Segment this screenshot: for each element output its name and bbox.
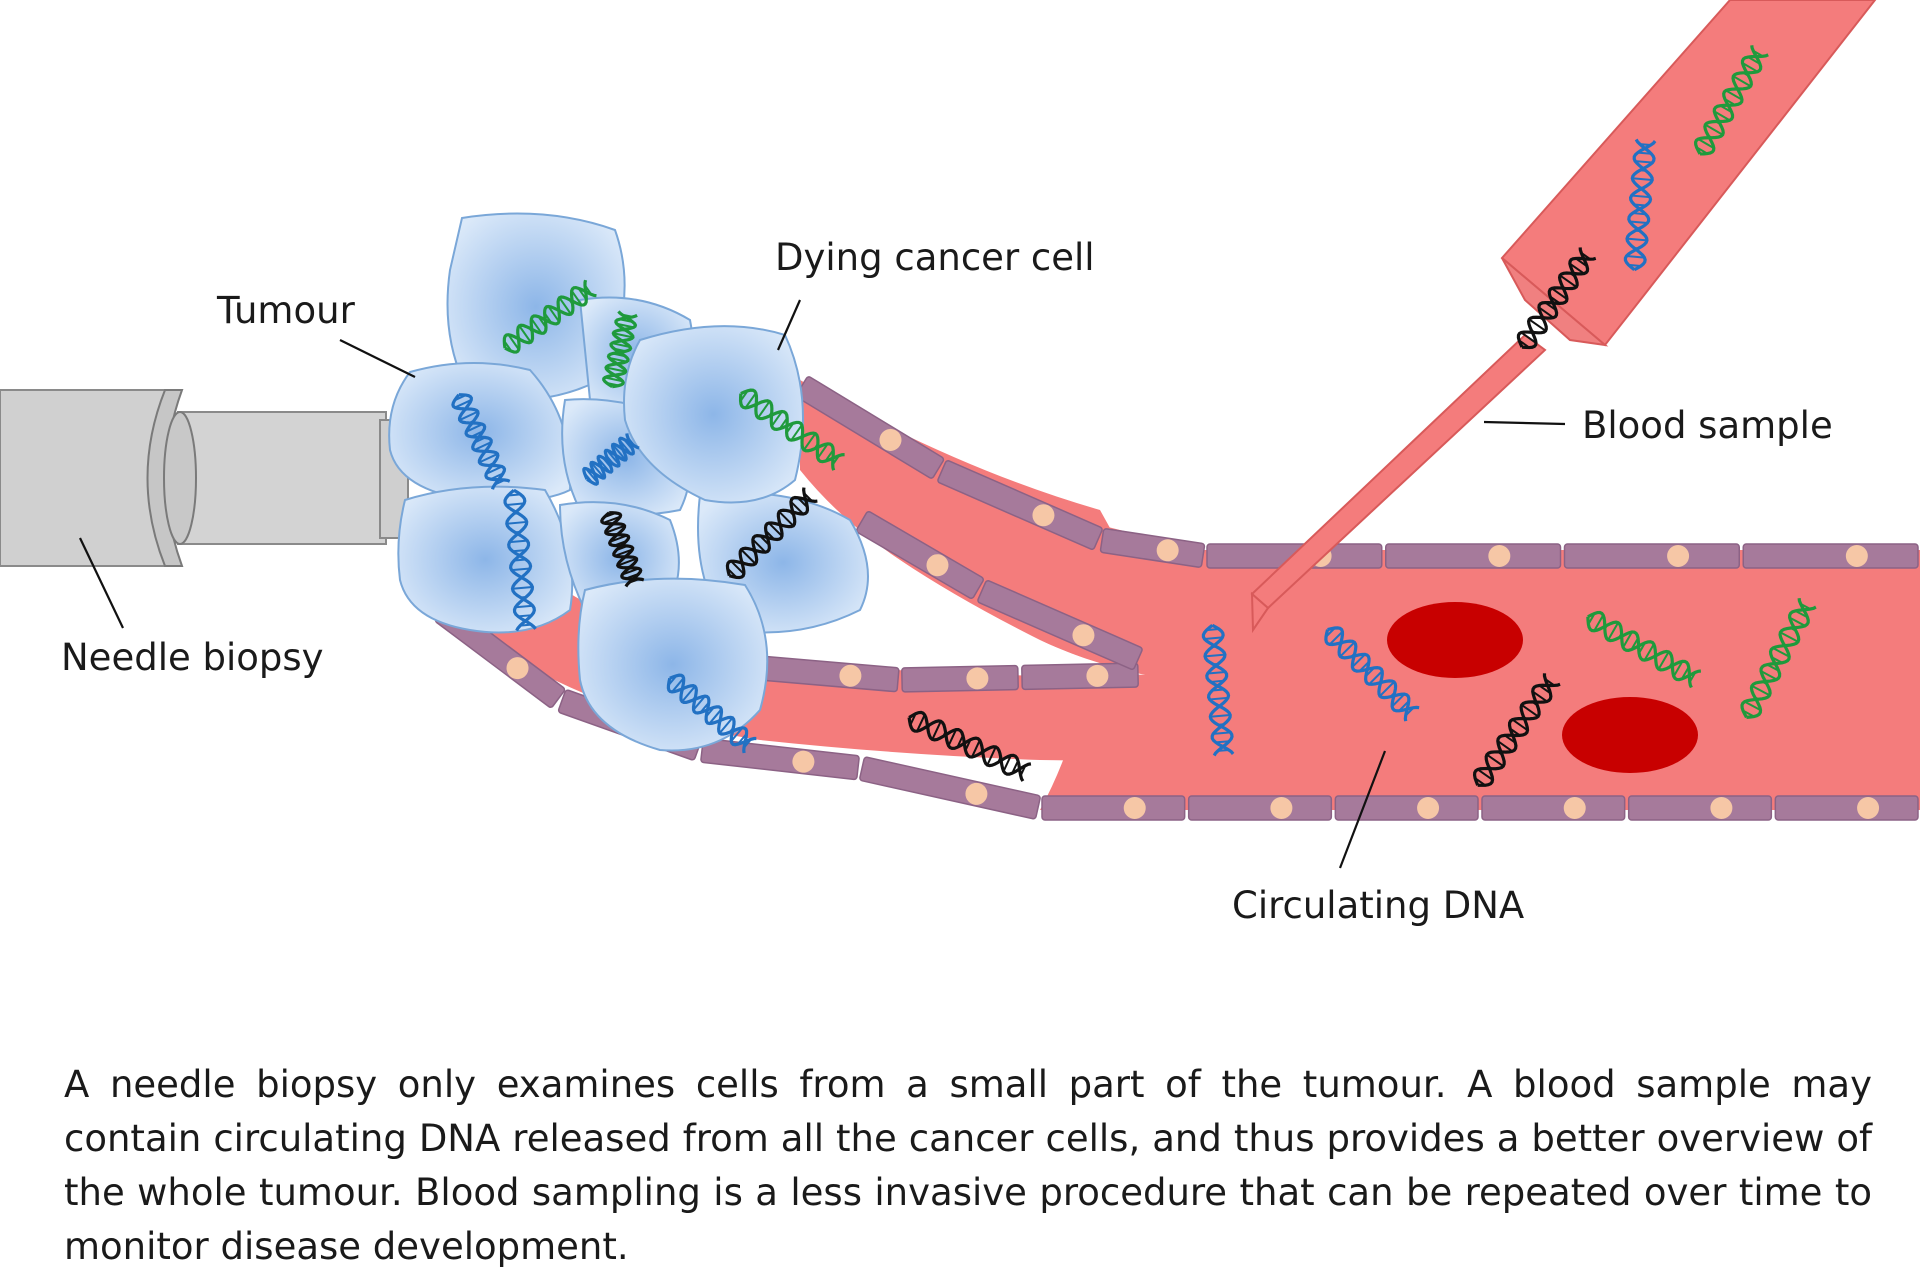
needle-biopsy-label: Needle biopsy xyxy=(61,636,324,679)
dna-helix xyxy=(451,393,511,490)
red-blood-cell xyxy=(1387,602,1523,678)
dying-cell-label: Dying cancer cell xyxy=(775,236,1095,279)
dna-helix xyxy=(502,279,597,354)
dna-helix xyxy=(1586,610,1702,689)
vessel-wall-cell xyxy=(937,460,1103,550)
vessel-wall-cell xyxy=(1774,795,1919,821)
vessel-wall-cell xyxy=(1742,543,1919,569)
dna-helix xyxy=(1324,626,1420,722)
dna-helix xyxy=(582,433,640,486)
dna-helix xyxy=(666,673,757,754)
dna-helix xyxy=(738,388,845,471)
cancer-cell xyxy=(577,577,769,752)
vessel-wall-cell xyxy=(1334,795,1479,821)
blood-sample-leader xyxy=(1483,420,1566,426)
biopsy-needle xyxy=(0,389,409,567)
vessel-wall-cell xyxy=(1041,795,1186,821)
vessel-wall-cell xyxy=(1021,662,1139,691)
dna-helix xyxy=(503,488,537,632)
cancer-cell xyxy=(397,485,574,634)
dna-strands xyxy=(451,45,1817,787)
vessel-wall-cell xyxy=(1385,543,1562,569)
dying-cancer-cell xyxy=(623,325,804,504)
vessel-wall-cell xyxy=(1187,795,1333,821)
vessel-wall-cell xyxy=(977,580,1143,670)
vessel-wall-cell xyxy=(1099,528,1206,568)
dna-helix xyxy=(1201,623,1235,757)
blood-sample-label: Blood sample xyxy=(1582,404,1833,447)
dna-helix xyxy=(1472,673,1561,787)
dna-helix xyxy=(600,511,645,588)
figure-caption: A needle biopsy only examines cells from… xyxy=(64,1063,1872,1268)
dna-helix xyxy=(1516,247,1597,350)
vessel-wall-cell xyxy=(859,756,1041,820)
tumour-leader xyxy=(339,339,416,378)
vessel-wall-cell xyxy=(795,376,945,479)
dna-helix xyxy=(907,710,1032,782)
vessel-wall-cell xyxy=(856,510,984,600)
vessel-wall-cell xyxy=(901,664,1019,693)
circulating-dna-label: Circulating DNA xyxy=(1232,884,1524,927)
dna-helix xyxy=(1693,45,1769,156)
circulating-dna-leader xyxy=(1338,750,1387,869)
vessel-wall-cell xyxy=(1627,795,1773,821)
dna-helix xyxy=(602,310,638,389)
tumour-label: Tumour xyxy=(216,289,356,332)
vessel-wall-cell xyxy=(1481,795,1626,821)
needle-biopsy-leader xyxy=(79,537,124,629)
dna-helix xyxy=(725,487,818,580)
vessel-wall-cell xyxy=(700,737,860,781)
dna-helix xyxy=(1623,138,1657,272)
blood-sample-syringe xyxy=(1250,0,1877,634)
red-blood-cell xyxy=(1562,697,1698,773)
dying-cell-leader xyxy=(776,299,802,351)
dna-helix xyxy=(1740,597,1817,719)
vessel-wall-cell xyxy=(1563,543,1740,569)
